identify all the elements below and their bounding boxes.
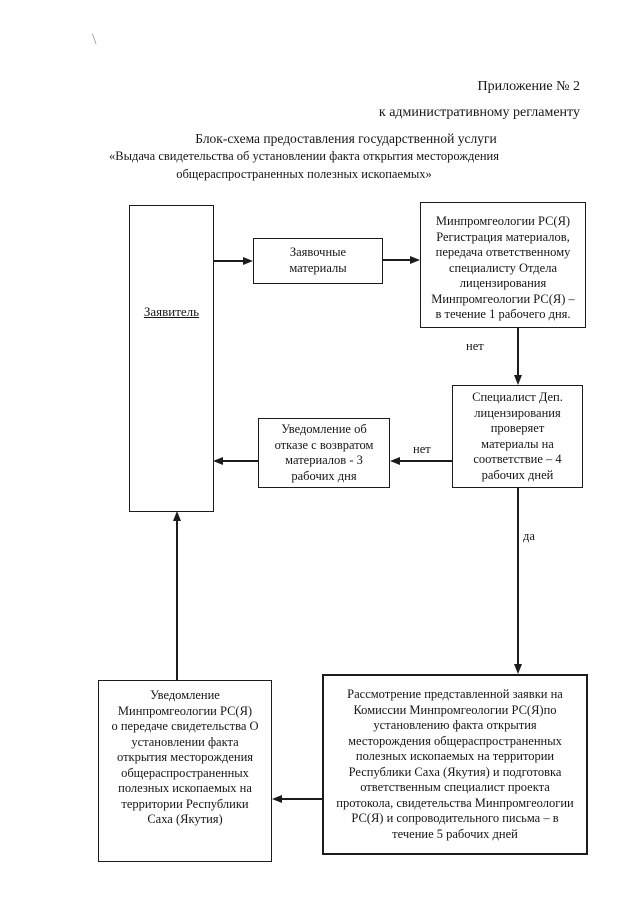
arrow-refusal-to-applicant-head xyxy=(213,457,223,465)
edge-label-no-vertical: нет xyxy=(466,339,484,353)
arrow-check-to-refusal-head xyxy=(390,457,400,465)
arrow-check-to-review-head xyxy=(514,664,522,674)
arrow-registration-to-check-head xyxy=(514,375,522,385)
node-registration: Минпромгеологии РС(Я) Регистрация матери… xyxy=(420,202,586,328)
arrow-materials-to-registration-head xyxy=(410,256,420,264)
arrow-notice-to-applicant-line xyxy=(176,520,178,680)
node-application-materials: Заявочные материалы xyxy=(253,238,383,284)
arrow-notice-to-applicant-head xyxy=(173,511,181,521)
node-specialist-check-text: Специалист Деп. лицензирования проверяет… xyxy=(472,390,563,482)
arrow-review-to-notice-line xyxy=(280,798,322,800)
node-commission-review-text: Рассмотрение представленной заявки на Ко… xyxy=(336,687,574,841)
title-line-1: Блок-схема предоставления государственно… xyxy=(195,131,497,146)
edge-label-no-horizontal: нет xyxy=(413,442,431,456)
arrow-applicant-to-materials-head xyxy=(243,257,253,265)
node-specialist-check: Специалист Деп. лицензирования проверяет… xyxy=(452,385,583,488)
node-applicant: Заявитель xyxy=(129,205,214,512)
arrow-materials-to-registration-line xyxy=(383,259,412,261)
node-application-materials-text: Заявочные материалы xyxy=(289,245,347,275)
node-refusal-notice-text: Уведомление об отказе с возвратом матери… xyxy=(274,422,374,483)
node-certificate-notice: Уведомление Минпромгеологии РС(Я) о пере… xyxy=(98,680,272,862)
node-applicant-label: Заявитель xyxy=(143,304,200,319)
stray-pen-mark: \ xyxy=(92,31,97,48)
arrow-applicant-to-materials-line xyxy=(213,260,247,262)
node-registration-text: Минпромгеологии РС(Я) Регистрация матери… xyxy=(431,214,575,321)
document-header: Приложение № 2 к административному регла… xyxy=(379,74,580,126)
node-commission-review: Рассмотрение представленной заявки на Ко… xyxy=(322,674,588,855)
node-refusal-notice: Уведомление об отказе с возвратом матери… xyxy=(258,418,390,488)
title-line-3: общераспространенных полезных ископаемых… xyxy=(176,166,432,181)
edge-label-yes: да xyxy=(523,529,535,543)
node-certificate-notice-text: Уведомление Минпромгеологии РС(Я) о пере… xyxy=(111,688,259,826)
header-regulation-line: к административному регламенту xyxy=(378,105,580,120)
title-line-2: «Выдача свидетельства об установлении фа… xyxy=(109,149,499,163)
arrow-review-to-notice-head xyxy=(272,795,282,803)
arrow-registration-to-check-line xyxy=(517,328,519,376)
arrow-refusal-to-applicant-line xyxy=(221,460,258,462)
arrow-check-to-refusal-line xyxy=(398,460,452,462)
header-appendix-line: Приложение № 2 xyxy=(477,79,581,94)
document-title: Блок-схема предоставления государственно… xyxy=(24,129,584,183)
arrow-check-to-review-line xyxy=(517,488,519,666)
